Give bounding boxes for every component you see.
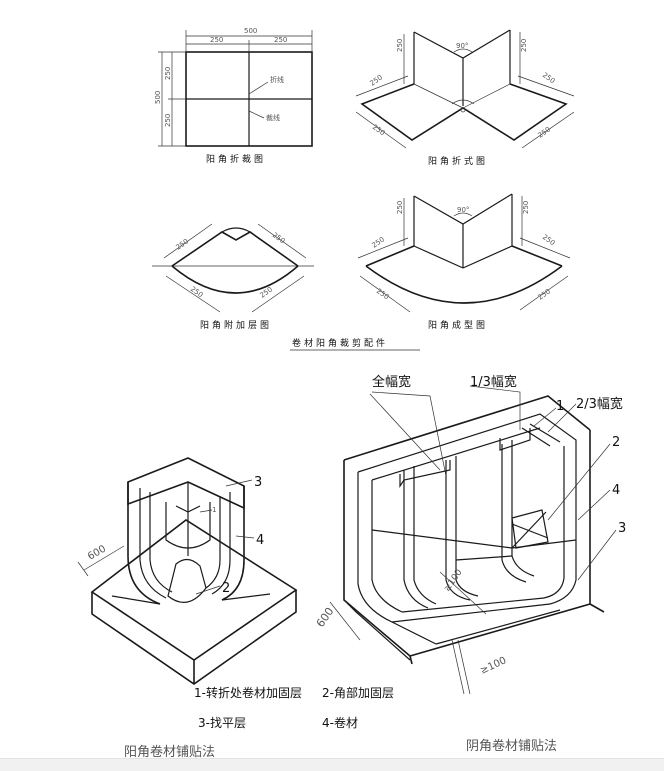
formed-angle: 90° [457, 206, 469, 214]
fold-form-angle: 90° [456, 42, 468, 50]
fold-line-label: 折线 [270, 75, 284, 84]
reinforce-dim-0: 250 [175, 237, 191, 251]
fold-form-caption: 阳角折式图 [428, 155, 488, 167]
int-dim-600: 600 [314, 605, 337, 630]
reinforce-caption: 阳角附加层图 [200, 319, 272, 331]
int-label-4: 4 [612, 483, 620, 498]
top-title: 卷材阳角裁剪配件 [292, 337, 388, 349]
reinforce-dim-3: 250 [259, 285, 275, 299]
cut-line-label: 裁线 [266, 113, 280, 122]
formed-dim-4: 250 [375, 287, 391, 301]
ext-dim-600: 600 [86, 544, 108, 563]
fold-dim-v-bottom: 250 [164, 114, 172, 127]
formed-caption: 阳角成型图 [428, 319, 488, 331]
fold-form-dim-3: 250 [541, 71, 557, 85]
legend-item-3: 3-找平层 [198, 716, 246, 730]
legend-item-1: 1-转折处卷材加固层 [194, 685, 302, 700]
fold-form-dim-0: 250 [396, 39, 404, 52]
reinforce-dim-1: 250 [271, 231, 287, 245]
int-label-3: 3 [618, 521, 626, 536]
formed-dim-3: 250 [541, 233, 557, 247]
int-label-1: 1 [556, 399, 564, 414]
formed-dim-0: 250 [396, 201, 404, 214]
int-caption: 阴角卷材铺贴法 [466, 738, 557, 754]
legend: 1-转折处卷材加固层 2-角部加固层 3-找平层 4-卷材 [194, 685, 394, 730]
two-third-width-label: 2/3幅宽 [576, 396, 623, 412]
formed-dim-5: 250 [537, 287, 553, 301]
legend-item-4: 4-卷材 [322, 715, 358, 730]
external-corner-diagram: 3 4 2 1 600 阳角卷材铺贴法 [77, 457, 298, 760]
fold-form-dim-4: 250 [371, 123, 387, 137]
ext-label-3: 3 [254, 475, 262, 490]
third-width-label: 1/3幅宽 [470, 374, 517, 390]
fold-form-dim-5: 250 [537, 125, 553, 139]
fold-cut-diagram: 500 250 250 500 250 250 折线 裁线 阳角折裁图 [154, 27, 313, 165]
bottom-bar [0, 758, 664, 771]
fold-dim-right: 250 [274, 36, 287, 44]
formed-diagram: 90° 250 250 250 250 250 250 阳角成型图 [357, 193, 571, 331]
ext-label-1: 1 [212, 506, 216, 514]
fold-dim-v-total: 500 [154, 91, 162, 104]
full-width-label: 全幅宽 [372, 374, 411, 390]
fold-form-dim-1: 250 [520, 39, 528, 52]
formed-dim-1: 250 [522, 201, 530, 214]
int-dim-100b: ≥100 [479, 655, 509, 677]
fold-form-diagram: 90° 250 250 250 250 250 250 阳角折式图 [355, 29, 575, 167]
fold-dim-left: 250 [210, 36, 223, 44]
int-label-2: 2 [612, 435, 620, 450]
reinforce-diagram: 250 250 250 250 阳角附加层图 [152, 223, 314, 331]
ext-label-4: 4 [256, 533, 264, 548]
fold-dim-total: 500 [244, 27, 257, 35]
fold-cut-caption: 阳角折裁图 [206, 153, 266, 165]
fold-dim-v-top: 250 [164, 67, 172, 80]
reinforce-dim-2: 250 [189, 285, 205, 299]
ext-label-2: 2 [222, 581, 230, 596]
ext-caption: 阳角卷材铺贴法 [124, 744, 215, 760]
fold-form-dim-2: 250 [369, 73, 385, 87]
legend-item-2: 2-角部加固层 [322, 685, 394, 700]
